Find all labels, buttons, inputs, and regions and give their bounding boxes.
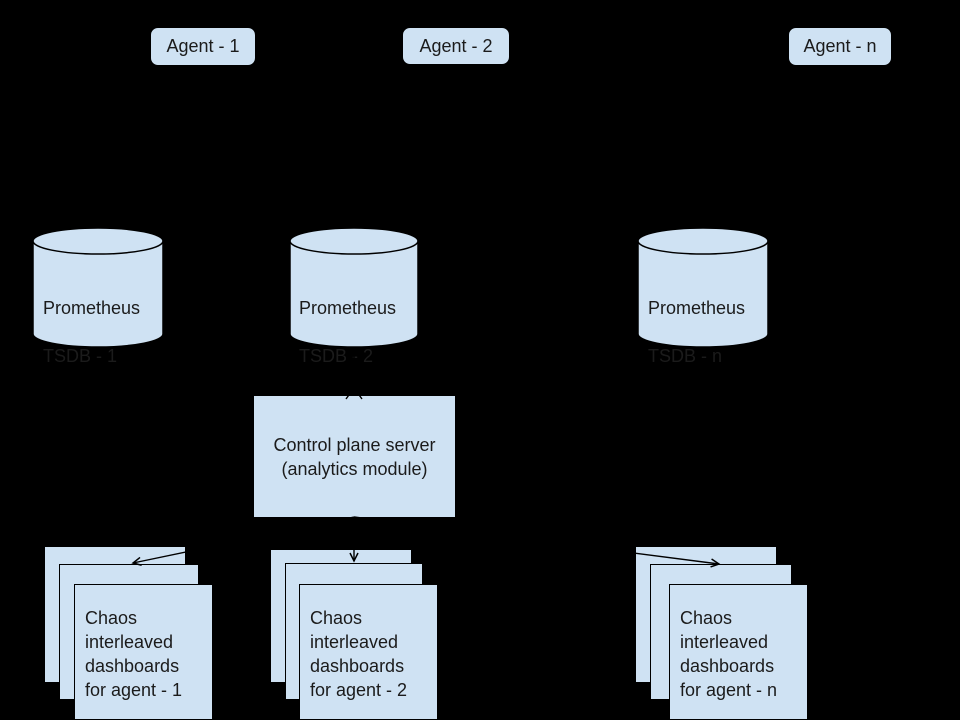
tsdb-n-line1: Prometheus xyxy=(648,298,746,318)
agent-n-label: Agent - n xyxy=(803,36,877,56)
agent-2-node: Agent - 2 xyxy=(401,26,511,66)
dashboards-n-line3: dashboards xyxy=(680,656,775,676)
dashboards-2-line3: dashboards xyxy=(310,656,405,676)
dashboards-n-line1: Chaos xyxy=(680,608,733,628)
tsdb-1-line2: TSDB - 1 xyxy=(43,346,118,366)
control-plane-line1: Control plane server xyxy=(273,434,436,455)
tsdb-2-line1: Prometheus xyxy=(299,298,397,318)
tsdb-2-line2: TSDB - 2 xyxy=(299,346,374,366)
agent-1-label: Agent - 1 xyxy=(166,36,240,56)
dashboards-2-line1: Chaos xyxy=(310,608,363,628)
agent-n-node: Agent - n xyxy=(787,26,893,67)
dashboards-1-line4: for agent - 1 xyxy=(85,680,183,700)
agent-2-label: Agent - 2 xyxy=(419,35,493,56)
tsdb-2-label: Prometheus TSDB - 2 xyxy=(299,272,396,392)
tsdb-1-line1: Prometheus xyxy=(43,298,141,318)
tsdb-1-label: Prometheus TSDB - 1 xyxy=(43,272,140,392)
dashboards-2-card-front: Chaos interleaved dashboards for agent -… xyxy=(299,584,438,720)
dashboards-2-line2: interleaved xyxy=(310,632,399,652)
dashboards-n-card-front: Chaos interleaved dashboards for agent -… xyxy=(669,584,808,720)
agent-1-node: Agent - 1 xyxy=(149,26,257,67)
tsdb-n-label: Prometheus TSDB - n xyxy=(648,272,745,392)
dashboards-1-line2: interleaved xyxy=(85,632,174,652)
dashboards-1-line1: Chaos xyxy=(85,608,138,628)
control-plane-line2: (analytics module) xyxy=(281,458,428,479)
dashboards-1-line3: dashboards xyxy=(85,656,180,676)
dashboards-1-card-front: Chaos interleaved dashboards for agent -… xyxy=(74,584,213,720)
tsdb-n-line2: TSDB - n xyxy=(648,346,723,366)
dashboards-n-line2: interleaved xyxy=(680,632,769,652)
dashboards-n-line4: for agent - n xyxy=(680,680,778,700)
dashboards-2-line4: for agent - 2 xyxy=(310,680,408,700)
control-plane-server-node: Control plane server (analytics module) xyxy=(254,396,455,517)
